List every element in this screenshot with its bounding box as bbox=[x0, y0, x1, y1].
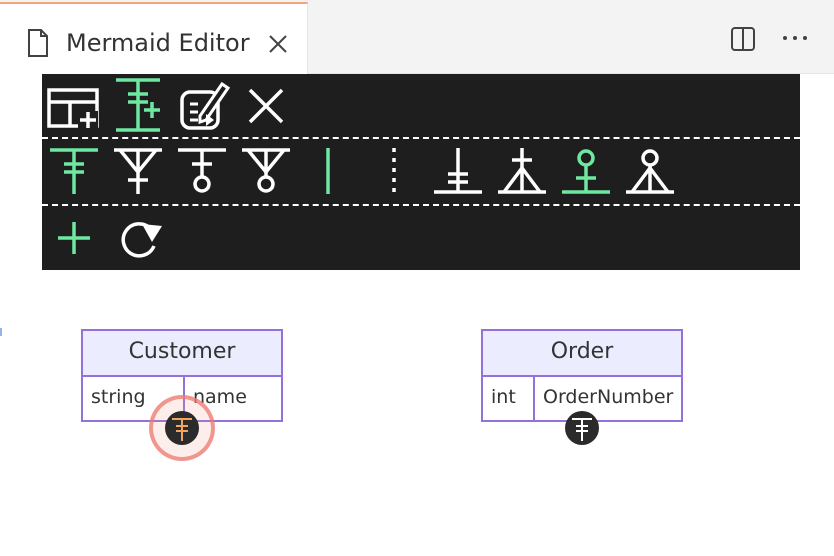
zero-or-more-icon bbox=[242, 148, 290, 193]
entity-header: Order bbox=[483, 331, 681, 377]
one-or-more-right-button[interactable] bbox=[494, 146, 550, 196]
relation-handle-order[interactable] bbox=[565, 411, 599, 445]
identifying-line-button[interactable] bbox=[314, 146, 342, 196]
diagram-toolbar bbox=[42, 74, 800, 270]
add-attribute-icon bbox=[116, 78, 160, 132]
exactly-one-right-button[interactable] bbox=[430, 146, 486, 196]
zero-or-one-button[interactable] bbox=[174, 146, 230, 196]
zero-or-more-icon bbox=[626, 149, 674, 194]
edit-entity-icon bbox=[180, 81, 231, 130]
entity-name: Order bbox=[550, 339, 614, 364]
attribute-type[interactable]: int bbox=[491, 386, 516, 408]
toolbar-separator bbox=[42, 137, 800, 139]
add-button[interactable] bbox=[54, 216, 94, 260]
add-table-icon bbox=[47, 88, 99, 129]
tab-title: Mermaid Editor bbox=[66, 29, 250, 57]
attribute-type[interactable]: string bbox=[91, 386, 146, 408]
add-attribute-button[interactable] bbox=[110, 76, 166, 134]
zero-or-one-right-button[interactable] bbox=[558, 146, 614, 196]
zero-or-one-icon bbox=[562, 149, 610, 194]
file-icon bbox=[28, 29, 48, 57]
exactly-one-button[interactable] bbox=[46, 146, 102, 196]
cell-divider bbox=[533, 377, 535, 421]
relation-handle-customer[interactable] bbox=[165, 411, 199, 445]
entity-header: Customer bbox=[83, 331, 281, 377]
zero-or-more-button[interactable] bbox=[238, 146, 294, 196]
edit-entity-button[interactable] bbox=[176, 78, 232, 132]
exactly-one-icon bbox=[572, 418, 592, 441]
exactly-one-icon bbox=[434, 148, 482, 194]
split-editor-icon[interactable] bbox=[730, 26, 756, 52]
identifying-line-icon bbox=[326, 148, 330, 194]
add-table-button[interactable] bbox=[46, 84, 102, 132]
entity-order[interactable]: Order int OrderNumber bbox=[481, 329, 683, 422]
one-or-more-button[interactable] bbox=[110, 146, 166, 196]
tab-bar: Mermaid Editor bbox=[0, 0, 834, 74]
add-icon bbox=[58, 222, 90, 254]
zero-or-one-icon bbox=[178, 148, 226, 193]
one-or-more-icon bbox=[114, 148, 162, 194]
attribute-name[interactable]: OrderNumber bbox=[543, 386, 674, 408]
non-identifying-line-icon bbox=[392, 148, 396, 194]
entity-name: Customer bbox=[128, 339, 236, 364]
attribute-name[interactable]: name bbox=[193, 386, 247, 408]
redo-button[interactable] bbox=[116, 216, 164, 260]
gutter-marker bbox=[0, 328, 2, 336]
selected-handle-highlight bbox=[149, 395, 215, 461]
zero-or-more-right-button[interactable] bbox=[622, 146, 678, 196]
close-toolbar-button[interactable] bbox=[246, 86, 286, 126]
one-or-more-icon bbox=[498, 148, 546, 194]
close-icon[interactable] bbox=[266, 32, 290, 56]
more-actions-icon[interactable] bbox=[780, 28, 810, 48]
exactly-one-icon bbox=[172, 418, 192, 441]
redo-icon bbox=[121, 222, 162, 258]
toolbar-separator bbox=[42, 204, 800, 206]
close-icon bbox=[248, 88, 284, 124]
exactly-one-icon bbox=[50, 148, 98, 194]
non-identifying-line-button[interactable] bbox=[380, 146, 408, 196]
tab-mermaid-editor[interactable]: Mermaid Editor bbox=[0, 2, 308, 74]
